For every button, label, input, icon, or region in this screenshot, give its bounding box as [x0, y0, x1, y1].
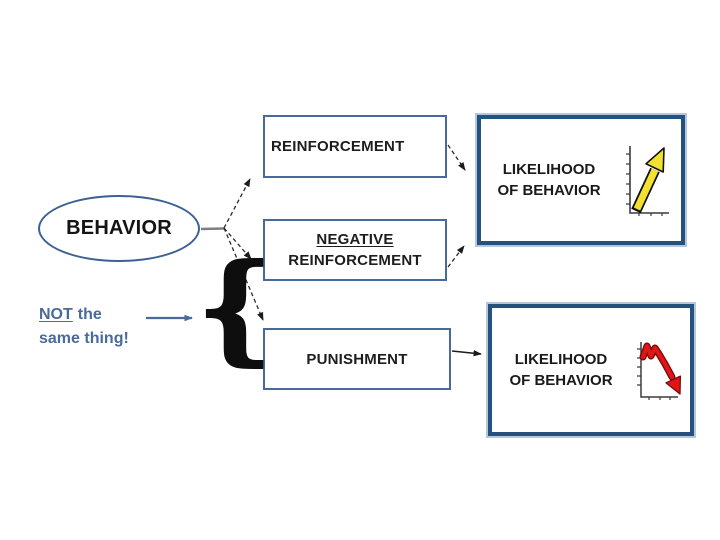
behavior-trunk-line	[200, 227, 225, 231]
likelihood-up-box[interactable]: LIKELIHOOD OF BEHAVIOR	[477, 115, 685, 245]
curly-brace: {	[196, 238, 274, 377]
likelihood-up-line1: LIKELIHOOD	[502, 161, 596, 178]
punishment-box[interactable]: PUNISHMENT	[263, 328, 451, 390]
likelihood-up-line2: OF BEHAVIOR	[497, 182, 601, 199]
reinforcement-label: REINFORCEMENT	[271, 138, 405, 155]
negative-label-line2: REINFORCEMENT	[288, 252, 422, 269]
punishment-label: PUNISHMENT	[306, 350, 408, 368]
up-trend-chart-icon	[626, 146, 669, 216]
likelihood-down-line2: OF BEHAVIOR	[509, 372, 613, 389]
likelihood-down-line1: LIKELIHOOD	[514, 351, 608, 368]
down-trend-chart-icon	[637, 342, 682, 400]
note-underlined-word: NOT	[39, 306, 73, 323]
reinforcement-to-likelihood-line	[447, 144, 466, 171]
likelihood-up-text: LIKELIHOOD OF BEHAVIOR	[481, 159, 617, 201]
negative-label-line1: NEGATIVE	[316, 231, 394, 248]
behavior-to-reinforcement-line	[223, 178, 251, 229]
note-line1-rest: the	[77, 306, 102, 323]
punishment-to-likelihood-line	[451, 350, 482, 357]
behavior-node[interactable]: BEHAVIOR	[38, 195, 200, 262]
note-line2: same thing!	[39, 330, 129, 347]
negative-to-likelihood-line	[447, 245, 465, 268]
likelihood-down-text: LIKELIHOOD OF BEHAVIOR	[492, 349, 630, 391]
behavior-label: BEHAVIOR	[66, 217, 172, 239]
likelihood-down-box[interactable]: LIKELIHOOD OF BEHAVIOR	[488, 304, 694, 436]
negative-reinforcement-box[interactable]: NEGATIVE REINFORCEMENT	[263, 219, 447, 281]
reinforcement-box[interactable]: REINFORCEMENT	[263, 115, 447, 178]
